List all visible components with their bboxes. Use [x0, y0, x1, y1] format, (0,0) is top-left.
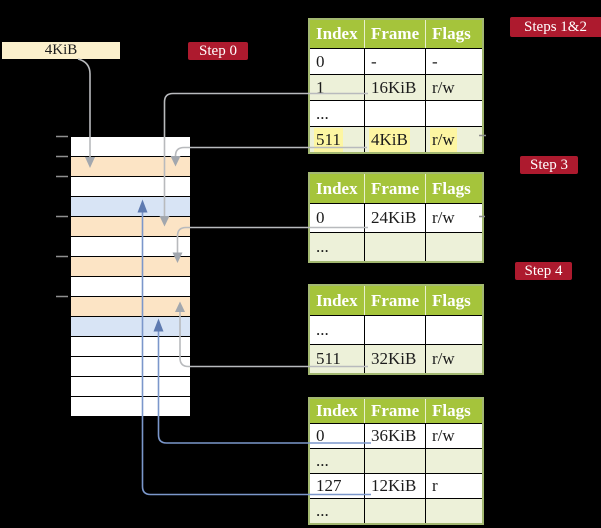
cell-index: ...	[316, 501, 329, 520]
table1-header-row: Index Frame Flags	[310, 20, 482, 48]
memory-row	[71, 157, 190, 177]
table-row: ...	[310, 100, 482, 126]
cell-flags: r/w	[432, 426, 455, 445]
memory-row	[71, 397, 190, 416]
cell-flags: -	[432, 51, 438, 71]
column-header-index: Index	[310, 286, 365, 315]
cell-frame: 24KiB	[371, 208, 417, 227]
memory-row	[71, 277, 190, 297]
column-header-index: Index	[310, 399, 365, 423]
memory-row	[71, 137, 190, 157]
memory-row	[71, 257, 190, 277]
table2-header-row: Index Frame Flags	[310, 174, 482, 203]
cell-flags: r	[432, 476, 438, 495]
memory-row	[71, 377, 190, 397]
cell-frame: 4KiB	[371, 129, 408, 150]
table-row: ...	[310, 448, 482, 473]
column-header-flags: Flags	[432, 290, 471, 310]
table-row: 127 12KiB r	[310, 473, 482, 498]
cell-frame: 32KiB	[371, 349, 417, 368]
cell-frame: 36KiB	[371, 426, 417, 445]
column-header-flags: Flags	[432, 24, 471, 43]
steps-1-2-badge: Steps 1&2	[510, 17, 601, 37]
cell-index: 127	[316, 476, 342, 495]
cell-index: ...	[316, 451, 329, 470]
column-header-index: Index	[310, 174, 365, 203]
memory-tick-marks	[56, 135, 68, 298]
table-row: ...	[310, 232, 482, 261]
column-header-index: Index	[310, 20, 365, 48]
page-size-label: 4KiB	[2, 42, 120, 59]
table-row: 0 24KiB r/w	[310, 203, 482, 232]
cell-flags: r/w	[432, 77, 455, 97]
table-row: 0 36KiB r/w	[310, 423, 482, 448]
cell-frame: 12KiB	[371, 476, 417, 495]
cell-flags: r/w	[432, 208, 455, 227]
cell-frame: -	[371, 51, 377, 71]
cell-index: 0	[316, 51, 325, 71]
memory-stack	[70, 136, 191, 417]
column-header-flags: Flags	[432, 401, 471, 420]
memory-row	[71, 357, 190, 377]
table3-header-row: Index Frame Flags	[310, 286, 482, 315]
cell-frame: 16KiB	[371, 77, 417, 97]
page-table-3: Index Frame Flags ... 511 32KiB r/w	[308, 284, 484, 375]
table-row: 511 32KiB r/w	[310, 344, 482, 373]
table-row: ...	[310, 315, 482, 344]
memory-row	[71, 317, 190, 337]
cell-index: 0	[316, 426, 325, 445]
memory-row	[71, 177, 190, 197]
cell-index: ...	[316, 103, 329, 123]
cell-index: ...	[316, 237, 329, 256]
cell-flags: r/w	[432, 349, 455, 368]
table-row: ...	[310, 498, 482, 523]
step0-badge: Step 0	[188, 42, 248, 60]
table-row-highlighted: 511 4KiB r/w	[310, 126, 482, 152]
cell-index: 0	[316, 208, 325, 227]
cell-index: 1	[316, 77, 325, 97]
column-header-frame: Frame	[365, 20, 426, 48]
column-header-frame: Frame	[365, 399, 426, 423]
column-header-flags: Flags	[432, 178, 471, 198]
cell-index: 511	[316, 349, 341, 368]
memory-row	[71, 217, 190, 237]
page-table-4: Index Frame Flags 0 36KiB r/w ... 127 12…	[308, 397, 484, 525]
cell-flags: r/w	[432, 129, 455, 150]
page-table-1: Index Frame Flags 0 - - 1 16KiB r/w ... …	[308, 18, 484, 154]
table-row: 0 - -	[310, 48, 482, 74]
memory-row	[71, 297, 190, 317]
cell-index: 511	[316, 129, 341, 150]
step3-badge: Step 3	[520, 156, 578, 174]
step4-badge: Step 4	[515, 262, 572, 280]
column-header-frame: Frame	[365, 174, 426, 203]
table4-header-row: Index Frame Flags	[310, 399, 482, 423]
cell-index: ...	[316, 320, 329, 339]
memory-row	[71, 237, 190, 257]
column-header-frame: Frame	[365, 286, 426, 315]
memory-row	[71, 197, 190, 217]
page-table-2: Index Frame Flags 0 24KiB r/w ...	[308, 172, 484, 263]
memory-row	[71, 337, 190, 357]
table-row: 1 16KiB r/w	[310, 74, 482, 100]
